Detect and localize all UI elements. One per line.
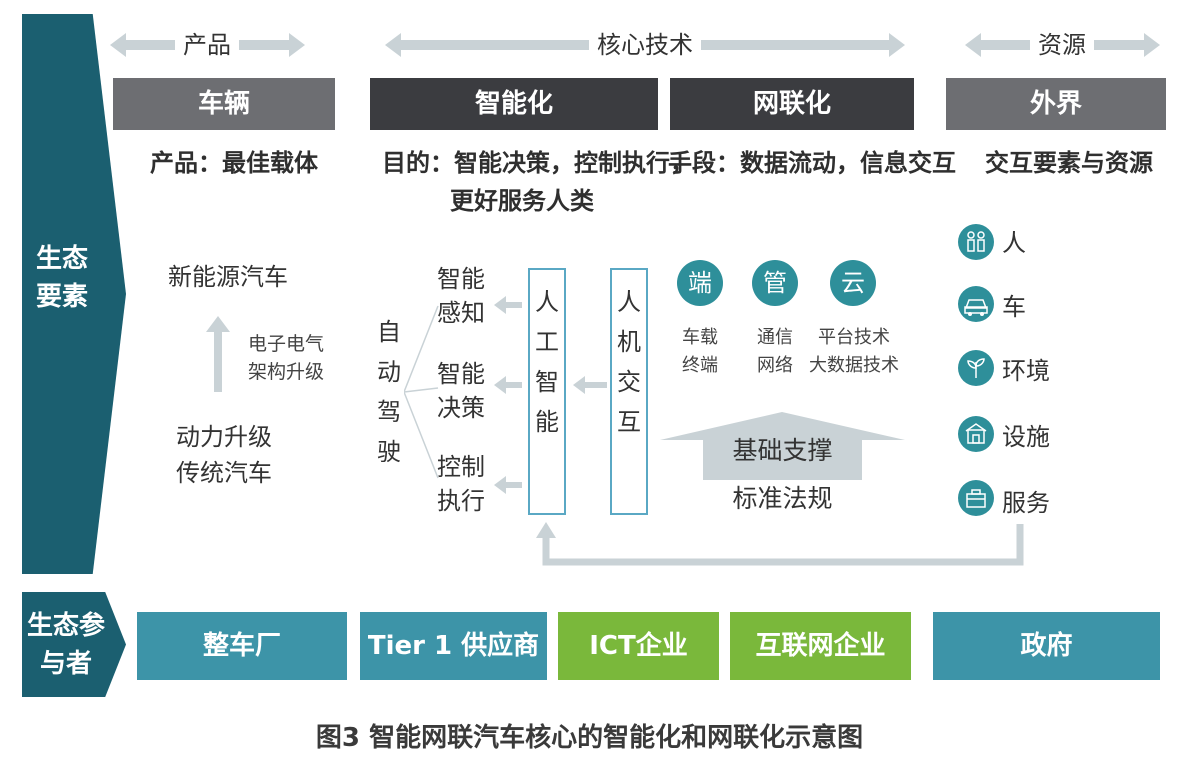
ecosystem-elements-line2: 要素 <box>35 282 88 312</box>
autodrive-label: 自 动 驾 驶 <box>375 312 403 472</box>
resource-car: 车 <box>1002 293 1026 321</box>
bar-intelligent: 智能化 <box>370 78 658 130</box>
ai-box: 人 工 智 能 <box>528 268 566 515</box>
hmi-box: 人 机 交 互 <box>610 268 648 515</box>
power-upgrade-label: 动力升级 <box>176 423 272 451</box>
left-arrow-icon <box>494 376 522 394</box>
ecosystem-elements-line1: 生态 <box>35 244 88 274</box>
autodrive-char-4: 驶 <box>377 438 401 466</box>
ecosystem-elements-label: 生态 要素 <box>22 240 102 316</box>
figure-caption: 图3 智能网联汽车核心的智能化和网联化示意图 <box>315 723 864 753</box>
standards-label: 标准法规 <box>732 484 833 513</box>
sprout-icon <box>958 350 994 386</box>
hmi-char-1: 人 <box>617 288 641 316</box>
bar-networked: 网联化 <box>670 78 914 130</box>
ecosystem-participants-label: 生态参 与者 <box>22 607 110 683</box>
participants-line2: 与者 <box>39 649 92 679</box>
product-header-arrow: 产品 <box>110 30 305 60</box>
subhead-purpose-2: 更好服务人类 <box>450 187 594 215</box>
resource-people: 人 <box>1002 229 1026 257</box>
left-arrow-icon <box>573 376 607 394</box>
ai-char-4: 能 <box>535 408 559 436</box>
resources-header: 资源 <box>1030 30 1094 60</box>
participant-oem: 整车厂 <box>137 612 347 680</box>
resource-services: 服务 <box>1002 489 1050 517</box>
autodrive-char-3: 驾 <box>377 398 401 426</box>
core-tech-header-arrow: 核心技术 <box>385 30 905 60</box>
terminal-label: 车载 终端 <box>677 324 723 380</box>
resource-environment: 环境 <box>1002 357 1050 385</box>
participant-ict: ICT企业 <box>558 612 719 680</box>
upgrade-up-arrow-icon <box>206 316 230 392</box>
pipe-circle: 管 <box>752 260 798 306</box>
subhead-interaction: 交互要素与资源 <box>985 149 1153 177</box>
cloud-line2: 大数据技术 <box>809 355 899 376</box>
hmi-char-4: 互 <box>617 408 641 436</box>
nev-label: 新能源汽车 <box>168 263 288 291</box>
bar-vehicle: 车辆 <box>113 78 335 130</box>
ee-line2: 架构升级 <box>248 361 325 383</box>
cloud-label: 平台技术 大数据技术 <box>808 324 900 380</box>
resource-facilities: 设施 <box>1002 423 1050 451</box>
cloud-circle: 云 <box>830 260 876 306</box>
hmi-char-3: 交 <box>617 368 641 396</box>
car-icon <box>958 286 994 322</box>
subhead-means: 手段：数据流动，信息交互 <box>668 149 956 177</box>
decision-label: 智能 决策 <box>437 357 485 425</box>
resources-header-arrow: 资源 <box>965 30 1160 60</box>
core-tech-header: 核心技术 <box>589 30 701 60</box>
perception-label: 智能 感知 <box>437 262 485 330</box>
control-line2: 执行 <box>437 487 485 515</box>
pipe-label: 通信 网络 <box>752 324 798 380</box>
ai-char-1: 人 <box>535 288 559 316</box>
pipe-line1: 通信 <box>757 327 793 348</box>
foundation-up-arrow-icon <box>660 412 905 480</box>
left-arrow-icon <box>494 476 522 494</box>
perception-line1: 智能 <box>437 265 485 293</box>
ee-line1: 电子电气 <box>248 333 325 355</box>
product-header: 产品 <box>175 30 239 60</box>
briefcase-icon <box>958 480 994 516</box>
participant-tier1: Tier 1 供应商 <box>360 612 547 680</box>
participant-internet: 互联网企业 <box>730 612 911 680</box>
feedback-loop-arrow <box>536 522 1024 566</box>
terminal-line1: 车载 <box>682 327 718 348</box>
decision-line1: 智能 <box>437 360 485 388</box>
decision-line2: 决策 <box>437 394 485 422</box>
left-arrow-icon <box>494 296 522 314</box>
pipe-line2: 网络 <box>757 355 793 376</box>
control-line1: 控制 <box>437 453 485 481</box>
building-icon <box>958 416 994 452</box>
subhead-purpose-1: 目的：智能决策，控制执行， <box>382 149 694 177</box>
autodrive-char-2: 动 <box>377 358 401 386</box>
autodrive-bracket <box>404 305 439 479</box>
ecosystem-participants-chevron <box>22 592 126 697</box>
control-label: 控制 执行 <box>437 450 485 518</box>
participant-government: 政府 <box>933 612 1160 680</box>
traditional-car-label: 传统汽车 <box>176 459 272 487</box>
terminal-line2: 终端 <box>682 355 718 376</box>
participants-line1: 生态参 <box>26 611 105 641</box>
ee-upgrade-label: 电子电气 架构升级 <box>248 330 324 386</box>
bar-external: 外界 <box>946 78 1166 130</box>
perception-line2: 感知 <box>437 299 485 327</box>
subhead-product: 产品：最佳载体 <box>150 149 318 177</box>
foundation-label: 基础支撑 <box>732 436 833 465</box>
ai-char-3: 智 <box>535 368 559 396</box>
terminal-circle: 端 <box>677 260 723 306</box>
ai-char-2: 工 <box>535 328 559 356</box>
people-icon <box>958 224 994 260</box>
autodrive-char-1: 自 <box>377 318 401 346</box>
hmi-char-2: 机 <box>617 328 641 356</box>
cloud-line1: 平台技术 <box>818 327 890 348</box>
